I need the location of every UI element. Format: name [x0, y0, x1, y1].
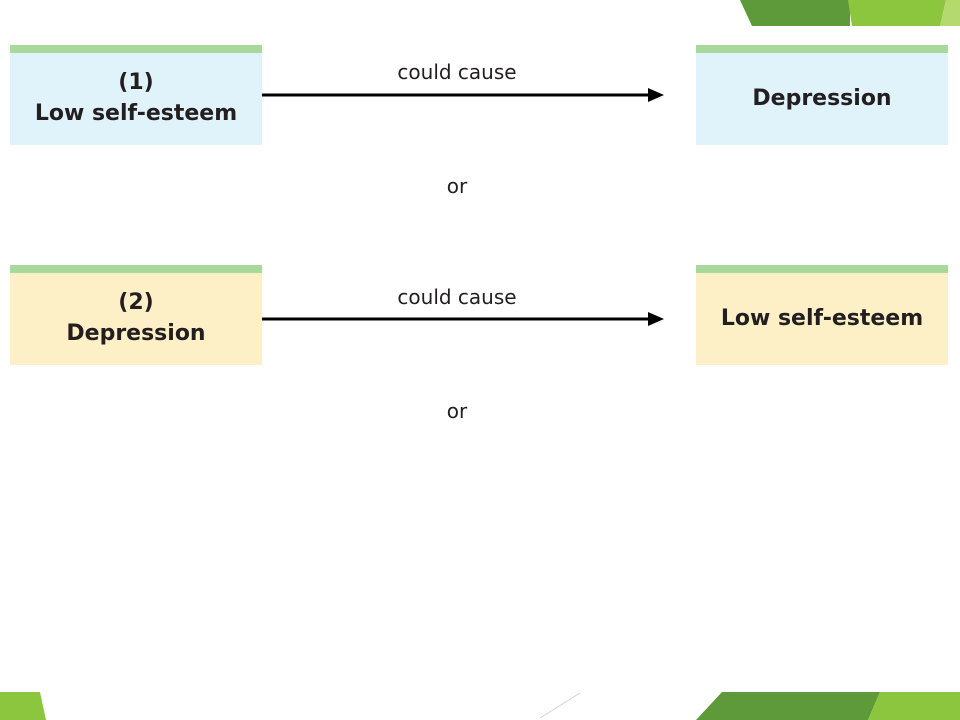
- box-number-1: (1): [118, 70, 154, 96]
- bottom-right-green-shape: [868, 692, 960, 720]
- arrow-1-label: could cause: [397, 60, 517, 84]
- arrow-2-label: could cause: [397, 285, 517, 309]
- box-label-depression: Depression: [752, 85, 892, 111]
- or-separator-2: or: [446, 399, 468, 423]
- depression-effect-box: Depression: [696, 45, 948, 145]
- bottom-right-dark-green-shape: [696, 692, 880, 720]
- box-number-2: (2): [118, 290, 154, 316]
- depression-cause-box: (2) Depression: [10, 265, 262, 365]
- or-separator-1: or: [446, 174, 468, 198]
- box-label-low-self-esteem: Low self-esteem: [34, 101, 238, 126]
- top-right-green-shape: [848, 0, 946, 26]
- bottom-faint-line: [539, 692, 581, 719]
- top-right-light-green-shape: [940, 0, 960, 26]
- arrow-2-head: [648, 312, 664, 326]
- box-label-depression-cause: Depression: [66, 321, 206, 346]
- bottom-left-green-shape: [0, 692, 46, 720]
- top-right-dark-green-shape: [740, 0, 850, 26]
- box-label-low-self-esteem-effect: Low self-esteem: [720, 305, 924, 331]
- arrow-1-head: [648, 88, 664, 102]
- low-self-esteem-cause-box: (1) Low self-esteem: [10, 45, 262, 145]
- low-self-esteem-effect-box: Low self-esteem: [696, 265, 948, 365]
